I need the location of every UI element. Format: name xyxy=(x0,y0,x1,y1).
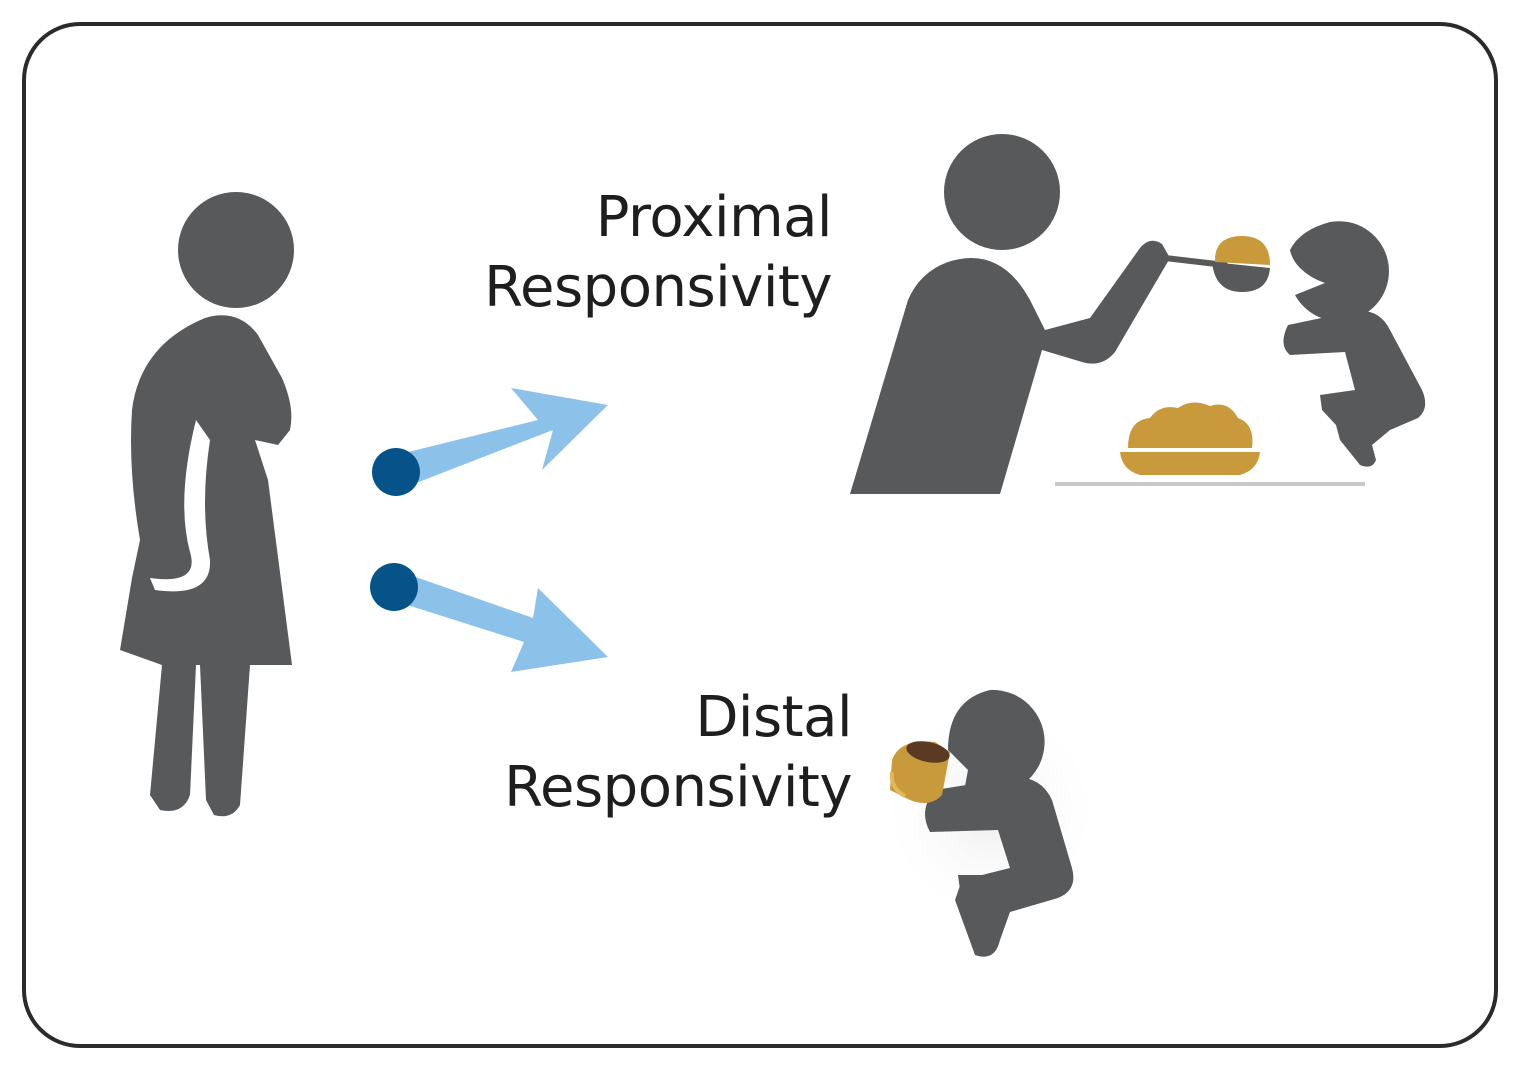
proximal-label-line2: Responsivity xyxy=(484,255,832,320)
proximal-arrow-dot xyxy=(372,448,420,496)
standing-woman-icon xyxy=(120,192,294,817)
spoon-icon xyxy=(1162,236,1270,292)
adult-feeding-icon xyxy=(850,134,1170,494)
cup-icon xyxy=(889,741,950,804)
food-bowl-icon xyxy=(1120,402,1260,475)
distal-label-line1: Distal xyxy=(695,685,852,750)
baby-self-feeding-icon xyxy=(878,689,1102,957)
distal-arrow xyxy=(370,563,608,672)
distal-label-line2: Responsivity xyxy=(504,755,852,820)
proximal-label-line1: Proximal xyxy=(595,185,833,250)
baby-being-fed-icon xyxy=(1283,221,1426,467)
distal-arrow-dot xyxy=(370,563,418,611)
proximal-arrow xyxy=(372,388,608,496)
proximal-responsivity-label: Proximal Responsivity xyxy=(484,183,832,323)
distal-responsivity-label: Distal Responsivity xyxy=(504,683,852,823)
